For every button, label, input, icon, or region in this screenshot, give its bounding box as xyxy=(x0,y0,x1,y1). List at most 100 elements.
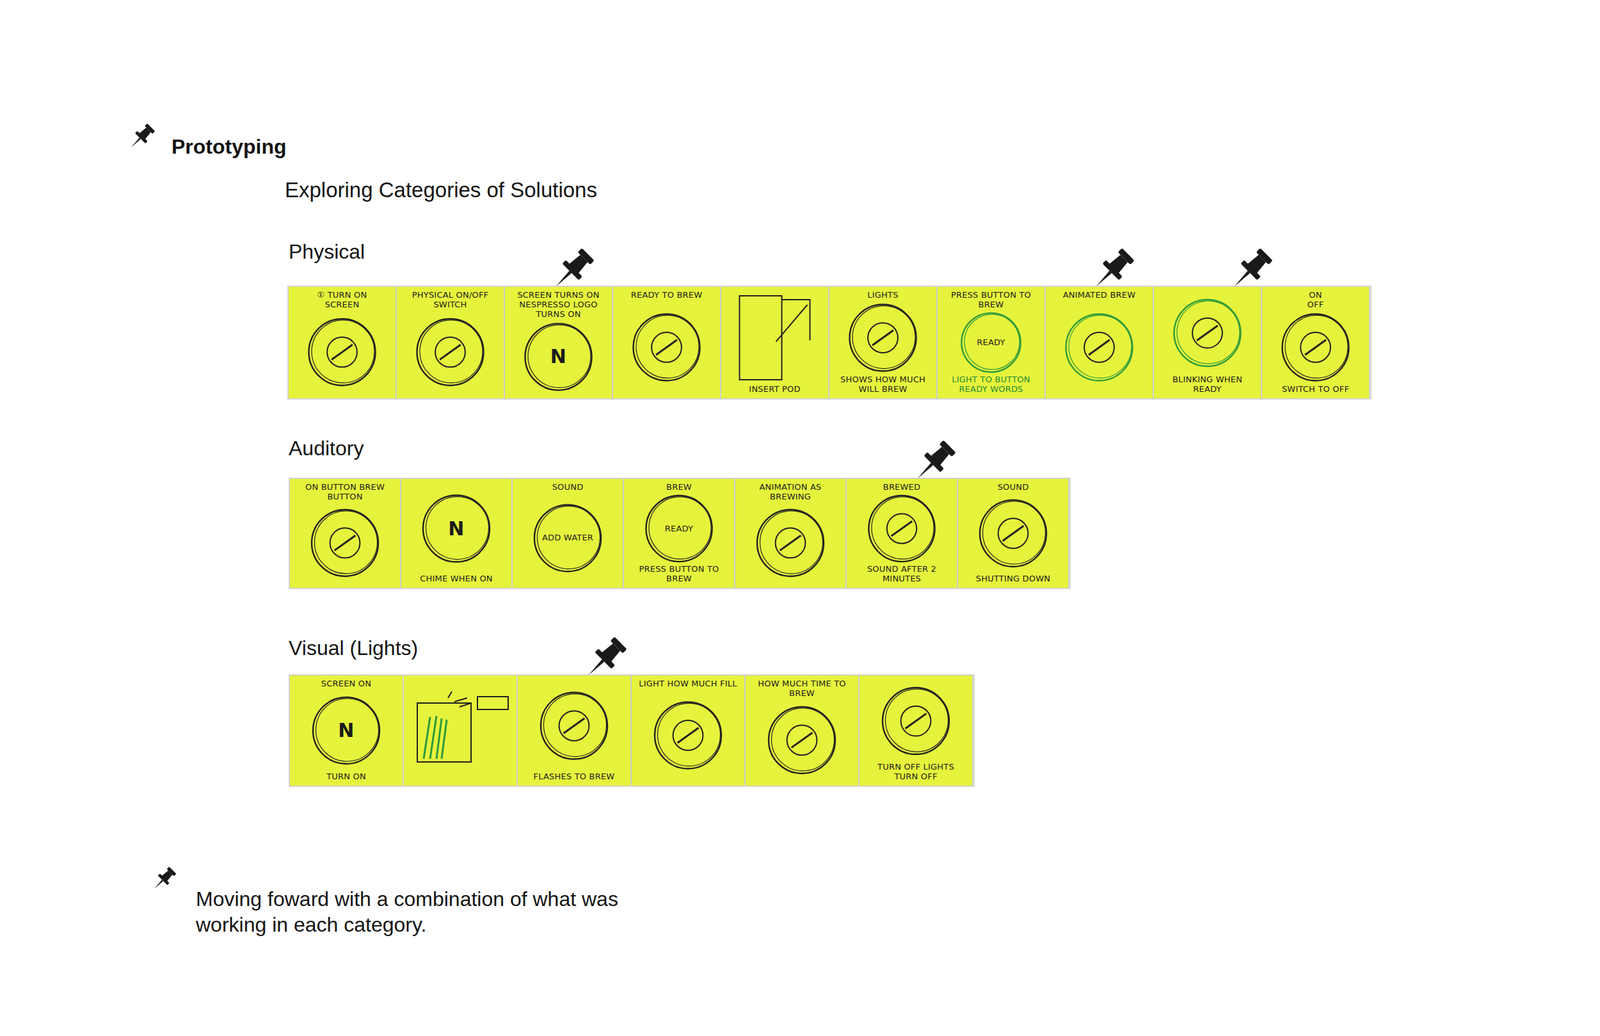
button-ring-sketch xyxy=(309,318,376,386)
note-text: ANIMATED BREW xyxy=(1049,290,1149,301)
note-text: ANIMATION AS BREWING xyxy=(739,482,842,502)
button-sketch xyxy=(330,528,361,559)
note-text: BREW xyxy=(627,482,731,493)
button-sketch xyxy=(1300,332,1331,363)
pushpin-icon xyxy=(126,122,1275,894)
note-text: TURN OFF LIGHTS xyxy=(863,762,969,772)
note-bottom-zone: TURN ON xyxy=(293,771,399,782)
button-ring-sketch xyxy=(771,707,835,771)
sticky-note: TURN OFF LIGHTSTURN OFF xyxy=(859,675,973,786)
note-sketch xyxy=(631,675,745,786)
note-mid-text: N xyxy=(550,346,567,367)
category-heading: Physical xyxy=(288,240,365,264)
button-mark xyxy=(1304,339,1327,355)
note-top-zone: PHYSICAL ON/OFF SWITCH xyxy=(400,290,500,310)
note-bottom-zone: BLINKING WHEN READY xyxy=(1157,375,1257,395)
note-text: CHIME WHEN ON xyxy=(405,574,508,584)
button-ring-sketch xyxy=(312,696,380,764)
note-text: FLASHES TO BREW xyxy=(521,771,627,782)
sticky-note: SOUNDSHUTTING DOWN xyxy=(958,478,1069,588)
note-bottom-zone: CHIME WHEN ON xyxy=(405,574,508,584)
note-text: BREWED xyxy=(850,482,953,493)
button-sketch xyxy=(673,720,704,751)
sticky-note: ANIMATED BREW xyxy=(1045,286,1153,399)
button-ring-sketch xyxy=(961,312,1021,372)
button-ring-sketch xyxy=(540,692,608,760)
button-ring-sketch xyxy=(868,495,935,562)
button-ring-sketch xyxy=(654,701,722,768)
button-sketch xyxy=(787,725,818,756)
button-mark xyxy=(872,330,894,345)
note-bottom-zone: LIGHT TO BUTTON READY WORDS xyxy=(941,375,1041,395)
button-ring-sketch xyxy=(1282,313,1350,381)
button-ring-sketch xyxy=(311,509,379,576)
sticky-note: INSERT POD xyxy=(721,286,829,399)
note-text: READY TO BREW xyxy=(616,290,717,301)
note-sketch xyxy=(721,286,829,399)
note-top-zone: BREW xyxy=(627,482,731,493)
sticky-note: BREWED SOUND AFTER 2 MINUTES xyxy=(846,478,957,588)
note-top-zone: BREWED xyxy=(850,482,953,493)
note-mid-text: ADD WATER xyxy=(542,533,594,543)
note-sketch xyxy=(958,478,1069,588)
button-mark xyxy=(677,727,699,743)
note-top-zone: ONOFF xyxy=(1265,290,1366,310)
button-ring-sketch xyxy=(645,495,712,562)
note-bottom-zone: SHUTTING DOWN xyxy=(961,574,1065,584)
button-ring-sketch xyxy=(885,688,949,752)
note-top-zone: PRESS BUTTON TO BREW xyxy=(941,290,1041,310)
sticky-note: ① TURN ONSCREEN xyxy=(288,286,396,399)
button-ring-sketch xyxy=(423,495,490,562)
button-ring-sketch xyxy=(757,509,824,576)
button-ring-sketch xyxy=(852,305,916,369)
note-text: TURN OFF xyxy=(863,771,969,782)
pod-sketch xyxy=(776,299,811,342)
button-mark xyxy=(656,339,678,355)
machine-sketch xyxy=(739,295,783,380)
note-bottom-zone: SHOWS HOW MUCH WILL BREW xyxy=(833,375,933,395)
sticky-note: PHYSICAL ON/OFF SWITCH xyxy=(396,286,504,399)
button-ring-sketch xyxy=(316,698,379,761)
note-sketch xyxy=(613,286,720,399)
button-ring-sketch xyxy=(1068,314,1132,378)
button-sketch xyxy=(327,337,358,368)
note-sketch xyxy=(517,675,631,786)
button-ring-sketch xyxy=(525,323,592,390)
button-ring-sketch xyxy=(1176,300,1240,364)
caption: Moving foward with a combination of what… xyxy=(195,885,683,937)
button-ring-sketch xyxy=(544,693,607,757)
button-mark xyxy=(563,718,585,733)
button-mark xyxy=(1196,325,1218,340)
button-sketch xyxy=(1192,318,1223,349)
note-text: ON BUTTON BREW BUTTON xyxy=(293,482,397,502)
button-mark xyxy=(791,732,813,747)
note-text: SHOWS HOW MUCH WILL BREW xyxy=(833,375,933,395)
note-text: SCREEN ON xyxy=(293,679,399,689)
button-ring-sketch xyxy=(528,324,591,388)
note-text: SCREEN TURNS ON xyxy=(508,290,608,301)
button-mark xyxy=(331,344,353,360)
note-bottom-zone: PRESS BUTTON TO BREW xyxy=(627,564,731,584)
button-ring-sketch xyxy=(979,499,1047,567)
note-text: BLINKING WHEN READY xyxy=(1157,375,1257,395)
note-text: LIGHT HOW MUCH FILL xyxy=(635,679,741,689)
button-ring-sketch xyxy=(1066,313,1133,381)
category-heading: Visual (Lights) xyxy=(288,636,418,660)
button-sketch xyxy=(867,322,898,353)
sticky-note: LIGHTS SHOWS HOW MUCH WILL BREW xyxy=(829,286,937,399)
sticky-note: ONOFFSWITCH TO OFF xyxy=(1262,286,1369,399)
note-text: ON xyxy=(1265,290,1366,301)
note-bottom-zone: SOUND AFTER 2 MINUTES xyxy=(850,564,953,584)
subtitle: Exploring Categories of Solutions xyxy=(284,177,598,203)
sticky-note: ON BUTTON BREW BUTTON xyxy=(289,478,400,588)
note-top-zone: HOW MUCH TIME TO BREW xyxy=(749,679,855,699)
button-ring-sketch xyxy=(648,496,712,559)
note-text: LIGHTS xyxy=(833,290,933,301)
button-ring-sketch xyxy=(871,496,934,559)
button-sketch xyxy=(1084,332,1115,363)
note-top-zone: SCREEN TURNS ONNESPRESSO LOGO TURNS ON xyxy=(508,290,608,320)
button-ring-sketch xyxy=(314,510,378,574)
button-ring-sketch xyxy=(417,318,484,386)
note-text: PHYSICAL ON/OFF SWITCH xyxy=(400,290,500,310)
